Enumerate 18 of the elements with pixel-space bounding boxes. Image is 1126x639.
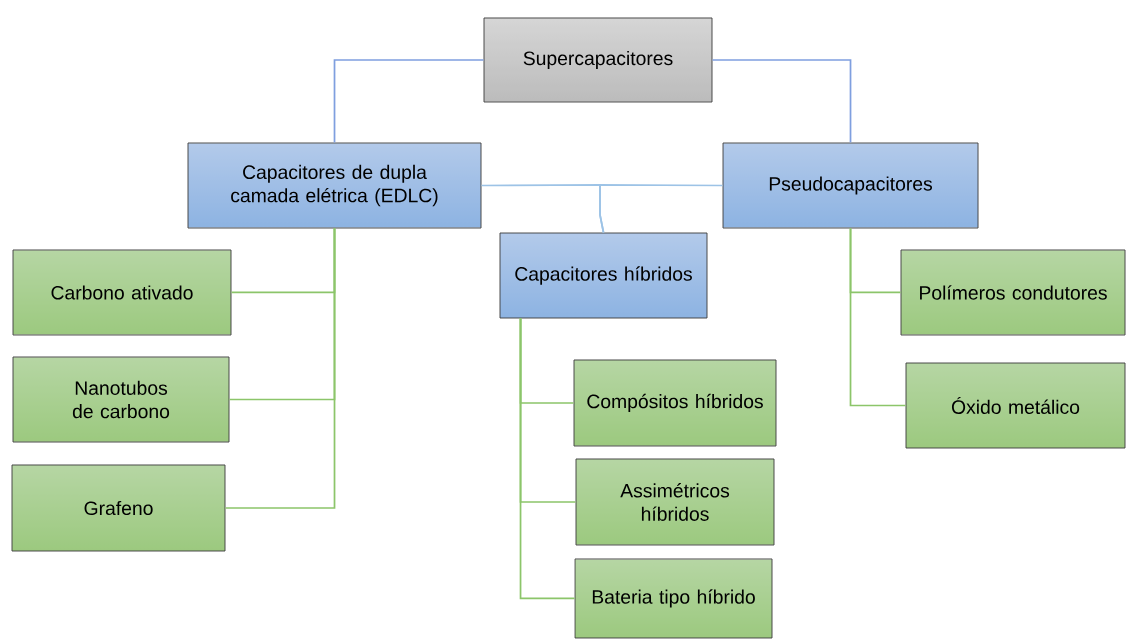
connector-line [519, 317, 576, 600]
root-box: Supercapacitores [483, 17, 713, 103]
connector-line [849, 227, 907, 407]
item-box: Assimétricos híbridos [575, 458, 775, 546]
connector-line [711, 59, 852, 144]
item-box: Compósitos híbridos [573, 359, 777, 447]
item-box: Nanotubos de carbono [12, 356, 230, 443]
item-box: Óxido metálico [905, 362, 1126, 449]
category-box: Capacitores híbridos [499, 232, 708, 319]
item-box: Carbono ativado [12, 249, 232, 336]
category-box: Capacitores de dupla camada elétrica (EDLC) [187, 142, 482, 229]
item-box: Grafeno [11, 464, 226, 552]
connector-line [333, 59, 485, 144]
connector-line [599, 184, 724, 234]
connector-line [224, 227, 336, 509]
item-box: Polímeros condutores [900, 249, 1126, 336]
item-box: Bateria tipo híbrido [574, 558, 773, 639]
category-box: Pseudocapacitores [722, 142, 979, 229]
